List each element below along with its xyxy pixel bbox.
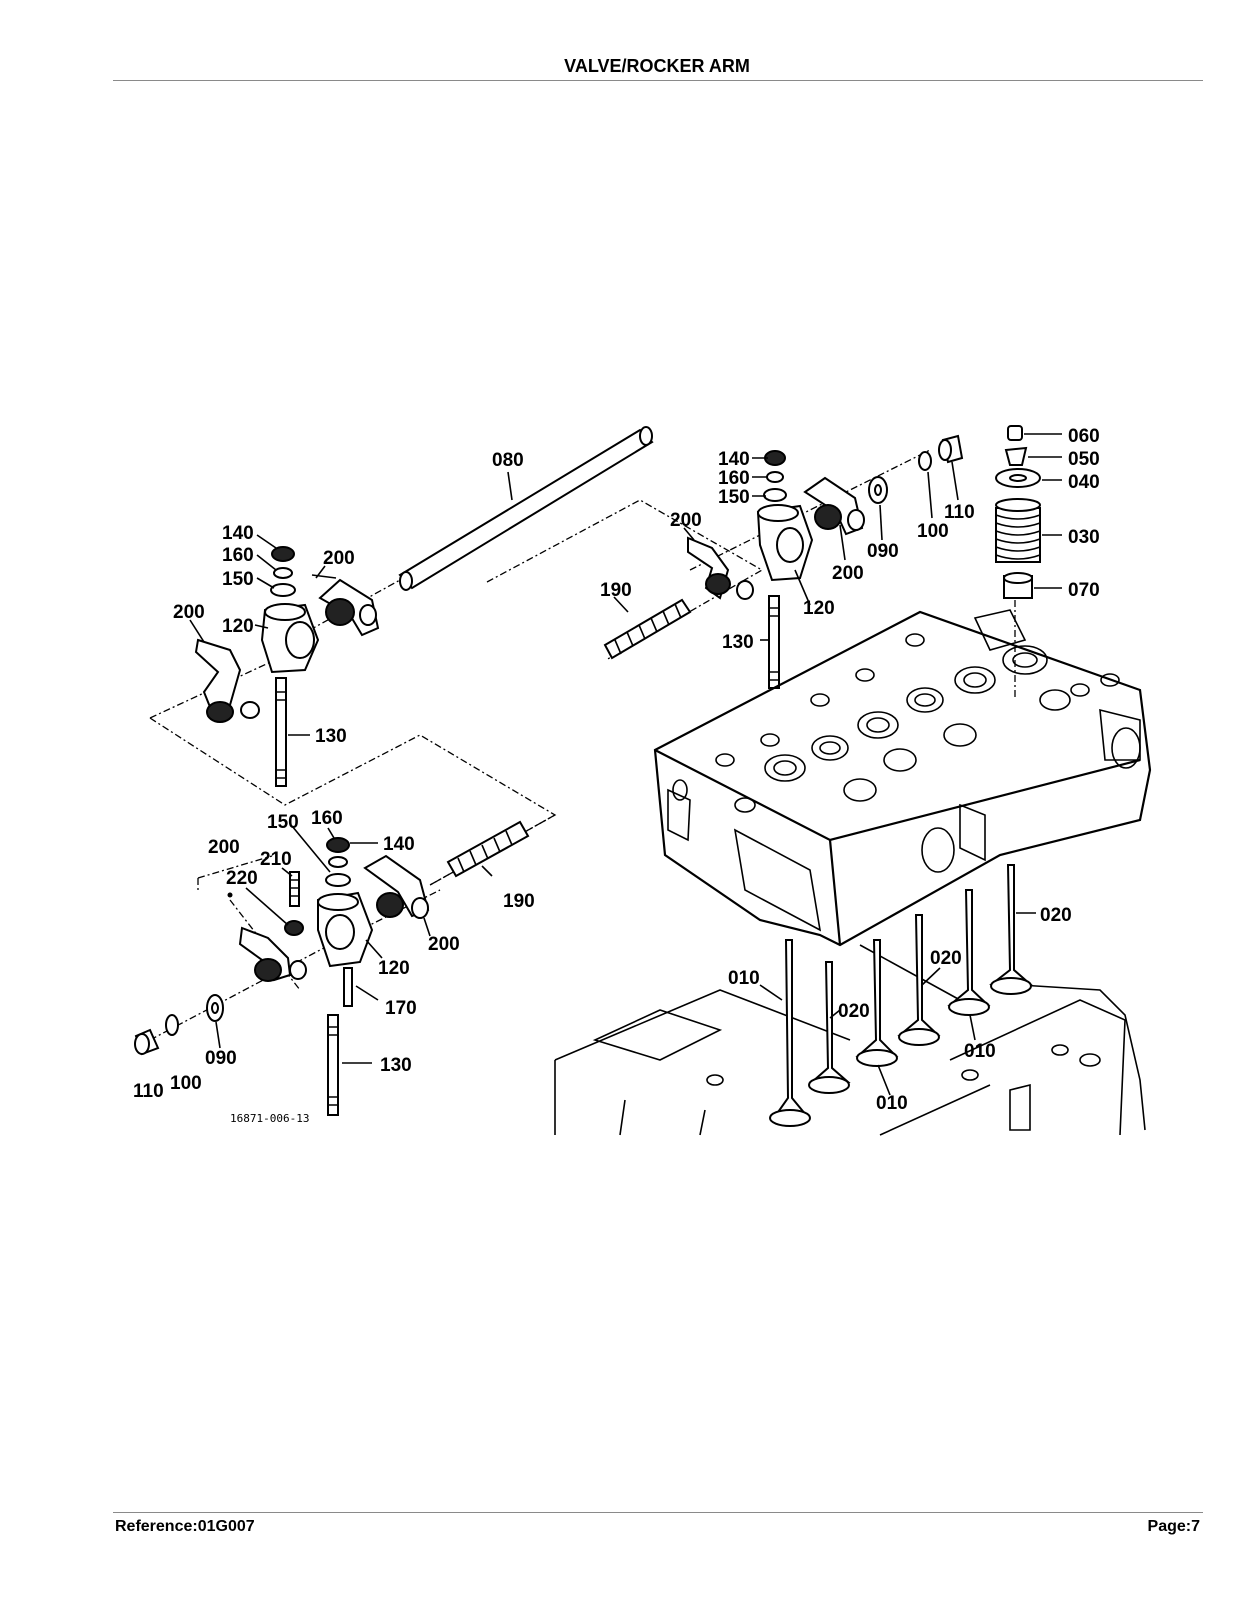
callout-080: 080 <box>492 450 524 471</box>
callout-100: 100 <box>170 1073 202 1094</box>
callout-030: 030 <box>1068 527 1100 548</box>
callout-090: 090 <box>205 1048 237 1069</box>
callout-150: 150 <box>718 487 750 508</box>
cylinder-block <box>554 944 1146 1136</box>
drawing-code: 16871-006-13 <box>230 1112 309 1125</box>
callout-020: 020 <box>1040 905 1072 926</box>
page-number: Page:7 <box>1147 1518 1200 1535</box>
callout-160: 160 <box>311 808 343 829</box>
callout-020: 020 <box>838 1001 870 1022</box>
callout-010: 010 <box>964 1041 996 1062</box>
callout-130: 130 <box>315 726 347 747</box>
callout-210: 210 <box>260 849 292 870</box>
callout-190: 190 <box>600 580 632 601</box>
callout-200: 200 <box>428 934 460 955</box>
callout-100: 100 <box>917 521 949 542</box>
callout-050: 050 <box>1068 449 1100 470</box>
callout-200: 200 <box>173 602 205 623</box>
callout-130: 130 <box>380 1055 412 1076</box>
callout-130: 130 <box>722 632 754 653</box>
callout-010: 010 <box>876 1093 908 1114</box>
callout-200: 200 <box>208 837 240 858</box>
valve-spring-stack <box>995 425 1041 700</box>
callout-labels: 080 140 160 150 200 190 200 120 130 090 … <box>133 426 1100 1114</box>
callout-070: 070 <box>1068 580 1100 601</box>
callout-170: 170 <box>385 998 417 1019</box>
callout-060: 060 <box>1068 426 1100 447</box>
spring-190-upper <box>486 499 764 661</box>
callout-010: 010 <box>728 968 760 989</box>
callout-140: 140 <box>222 523 254 544</box>
callout-090: 090 <box>867 541 899 562</box>
callout-140: 140 <box>718 449 750 470</box>
callout-040: 040 <box>1068 472 1100 493</box>
rocker-assembly-upper-left <box>149 546 557 886</box>
callout-020: 020 <box>930 948 962 969</box>
callout-150: 150 <box>267 812 299 833</box>
cylinder-head <box>653 609 1152 947</box>
callout-200: 200 <box>670 510 702 531</box>
callout-110: 110 <box>133 1081 164 1102</box>
footer-rule <box>113 1512 1203 1513</box>
page-title: VALVE/ROCKER ARM <box>564 56 750 76</box>
rocker-assembly-lower-left <box>134 814 556 1116</box>
callout-120: 120 <box>803 598 835 619</box>
rocker-assembly-upper-right <box>687 434 964 689</box>
callout-140: 140 <box>383 834 415 855</box>
callout-160: 160 <box>718 468 750 489</box>
callout-190: 190 <box>503 891 535 912</box>
callout-120: 120 <box>378 958 410 979</box>
header-rule <box>113 80 1203 81</box>
valves <box>769 864 1033 1127</box>
callout-110: 110 <box>944 502 975 523</box>
rocker-shaft-080 <box>398 426 654 591</box>
callout-220: 220 <box>226 868 258 889</box>
callout-160: 160 <box>222 545 254 566</box>
leader-lines <box>189 433 1062 1096</box>
callout-200: 200 <box>832 563 864 584</box>
callout-120: 120 <box>222 616 254 637</box>
callout-150: 150 <box>222 569 254 590</box>
callout-200: 200 <box>323 548 355 569</box>
reference-code: Reference:01G007 <box>115 1518 255 1535</box>
